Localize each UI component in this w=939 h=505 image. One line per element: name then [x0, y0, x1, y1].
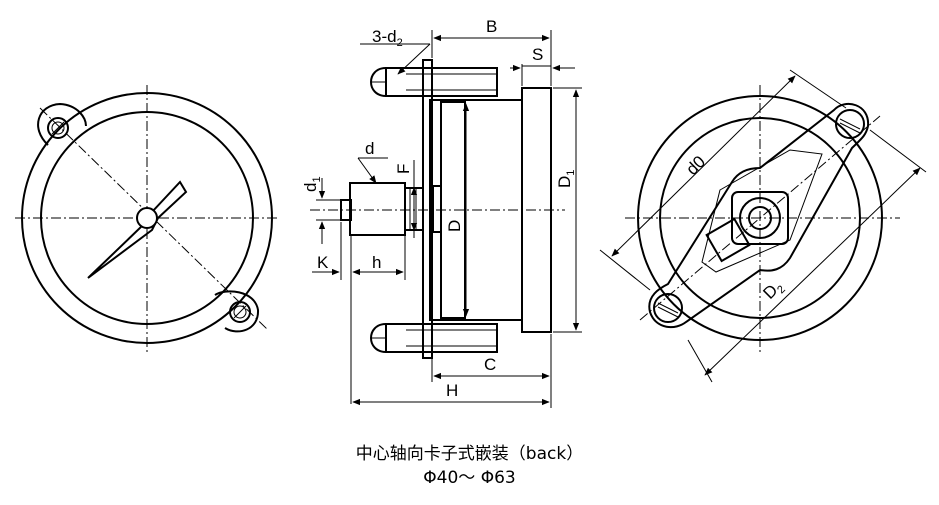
- needle-hub: [136, 207, 158, 229]
- caption-title: 中心轴向卡子式嵌装（back）: [355, 444, 584, 464]
- bottom-right-lug: [214, 290, 260, 333]
- label-d1: d1: [301, 176, 323, 192]
- label-F: F: [394, 164, 413, 174]
- label-3-d2: 3-d2: [372, 27, 403, 49]
- label-h: h: [372, 253, 381, 272]
- clip: [432, 185, 442, 233]
- back-screw-bottom: [653, 293, 683, 323]
- label-C: C: [484, 355, 496, 374]
- side-view-labels: 3-d2 B S d d1 F D D1 K h C H: [301, 17, 577, 400]
- back-screw-top: [835, 109, 865, 139]
- label-S: S: [532, 45, 543, 64]
- label-H: H: [446, 381, 458, 400]
- back-tab: [705, 217, 751, 263]
- label-K: K: [317, 253, 329, 272]
- bottom-screw: [370, 323, 498, 353]
- label-B: B: [486, 17, 497, 36]
- caption-size-range: Φ40～ Φ63: [423, 468, 516, 488]
- label-d: d: [365, 139, 374, 158]
- back-bracket: [648, 102, 870, 329]
- label-D1: D1: [555, 170, 577, 188]
- side-view: [310, 30, 582, 408]
- top-left-lug: [37, 102, 87, 146]
- front-view: [15, 85, 280, 352]
- gauge-needle: [87, 180, 188, 279]
- label-D2: D2: [759, 276, 788, 305]
- hex-nut: [349, 182, 406, 236]
- top-screw: [370, 67, 498, 97]
- back-view: d0 D2: [599, 69, 927, 383]
- label-D: D: [445, 220, 464, 232]
- top-left-lug-hole: [47, 117, 69, 139]
- label-d0: d0: [682, 152, 709, 179]
